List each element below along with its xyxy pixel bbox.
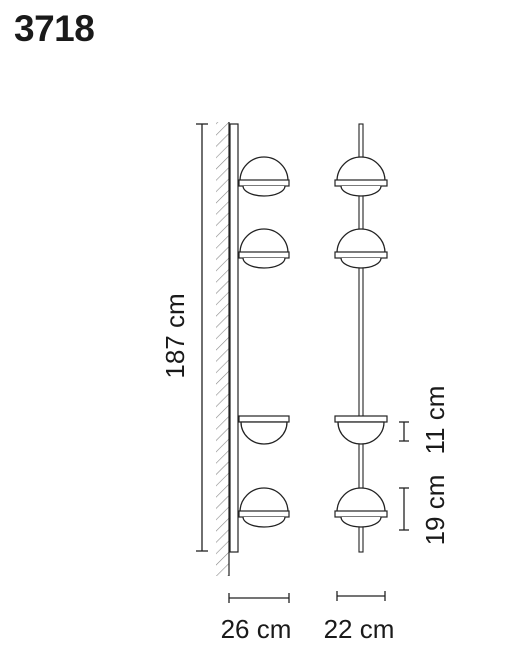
half-shade-dimension-line [399,421,409,442]
front-rod [358,123,364,553]
front-globe-4 [334,487,388,528]
wall-hatching [216,122,229,576]
front-globe-2 [334,228,388,269]
side-view [216,122,290,576]
height-label: 187 cm [160,293,190,378]
width-dimension-line [336,591,386,601]
height-dimension-line [196,123,208,552]
wall-bar [229,123,239,553]
globe-height-label: 19 cm [420,475,450,546]
depth-label: 26 cm [221,614,292,644]
front-half-shade [334,415,388,445]
side-globe-1 [238,156,290,197]
side-half-shade [238,415,290,445]
depth-dimension-line [228,593,290,603]
front-globe-1 [334,156,388,197]
side-globe-2 [238,228,290,269]
width-label: 22 cm [324,614,395,644]
front-view [334,123,388,553]
globe-dimension-line [399,487,409,531]
half-shade-label: 11 cm [420,386,450,455]
side-globe-4 [238,487,290,528]
product-code: 3718 [14,8,95,49]
